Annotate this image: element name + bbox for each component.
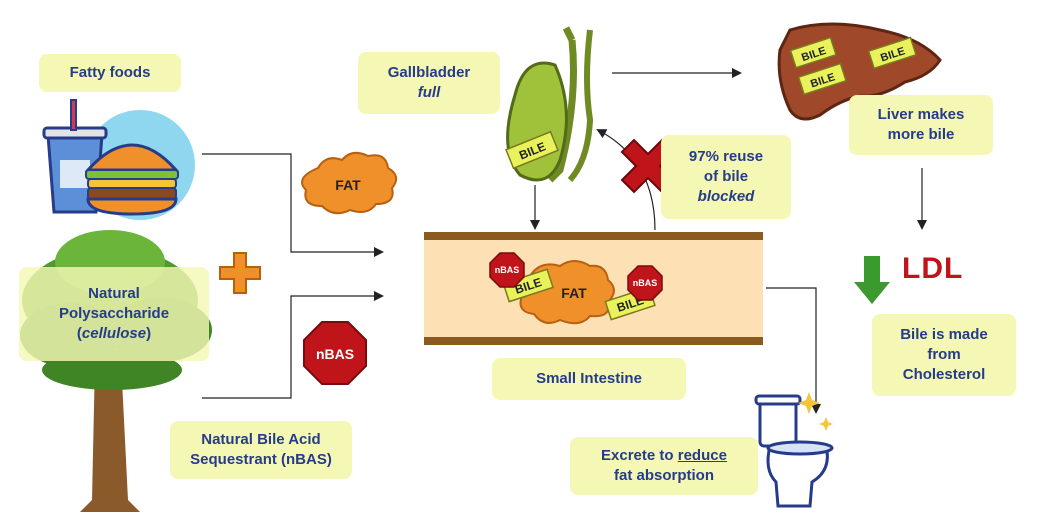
excrete-reduce: reduce (677, 447, 727, 464)
fat-label: FAT (335, 177, 361, 193)
fatty-foods-icon (42, 99, 195, 220)
svg-text:FAT: FAT (561, 285, 587, 301)
down-arrow-icon (854, 256, 890, 304)
fatty-foods-label: Fatty foods (39, 54, 181, 92)
liver-label: Liver makes more bile (849, 95, 993, 155)
polysaccharide-line-2: Polysaccharide (58, 305, 170, 322)
polysaccharide-label: Natural Polysaccharide (cellulose) (19, 267, 209, 361)
liver-line-1: Liver makes (877, 106, 965, 123)
gallbladder-state: full (417, 84, 441, 101)
plus-icon (219, 252, 261, 294)
nbas-label: nBAS (316, 346, 354, 362)
gallbladder-title: Gallbladder (387, 64, 471, 81)
gallbladder-label: Gallbladder full (358, 52, 500, 114)
nbas-line-2: Sequestrant (nBAS) (190, 451, 332, 468)
excrete-line-1: Excrete to reduce (601, 447, 727, 464)
ldl-label: LDL (902, 252, 964, 285)
reuse-line-2: of bile (703, 168, 749, 185)
excrete-line-2: fat absorption (614, 467, 714, 484)
nbas-stop-sign: nBAS (303, 321, 367, 385)
bile-line-2: from (927, 346, 961, 363)
reuse-state: blocked (697, 188, 755, 205)
intestine-to-toilet-arrow (766, 287, 821, 414)
bile-line-3: Cholesterol (902, 366, 986, 383)
excrete-label: Excrete to reduce fat absorption (570, 437, 758, 495)
reuse-line-1: 97% reuse (688, 148, 764, 165)
nbas-small-sign: nBAS (489, 252, 525, 288)
nbas-label-box: Natural Bile Acid Sequestrant (nBAS) (170, 421, 352, 479)
bile-line-1: Bile is made (900, 326, 988, 343)
polysaccharide-line-3: (cellulose) (76, 325, 152, 342)
liver-line-2: more bile (887, 126, 955, 143)
nbas-small-sign: nBAS (627, 265, 663, 301)
toilet-icon (754, 392, 834, 508)
food-to-intestine-arrow (202, 153, 384, 257)
fat-cloud: FAT (301, 151, 398, 215)
nbas-line-1: Natural Bile Acid (201, 431, 321, 448)
liver-icon: BILE BILE BILE (777, 22, 942, 121)
svg-text:nBAS: nBAS (495, 265, 520, 275)
svg-text:nBAS: nBAS (633, 278, 658, 288)
gallbladder-icon: BILE (505, 26, 594, 183)
small-intestine-label: Small Intestine (492, 358, 686, 400)
small-intestine-tube (424, 232, 763, 345)
reuse-label: 97% reuse of bile blocked (661, 135, 791, 219)
small-intestine-text: Small Intestine (536, 370, 642, 387)
bile-cholesterol-label: Bile is made from Cholesterol (872, 314, 1016, 396)
fatty-foods-text: Fatty foods (69, 64, 151, 81)
nbas-to-intestine-arrow (202, 291, 384, 399)
polysaccharide-line-1: Natural (88, 285, 140, 302)
